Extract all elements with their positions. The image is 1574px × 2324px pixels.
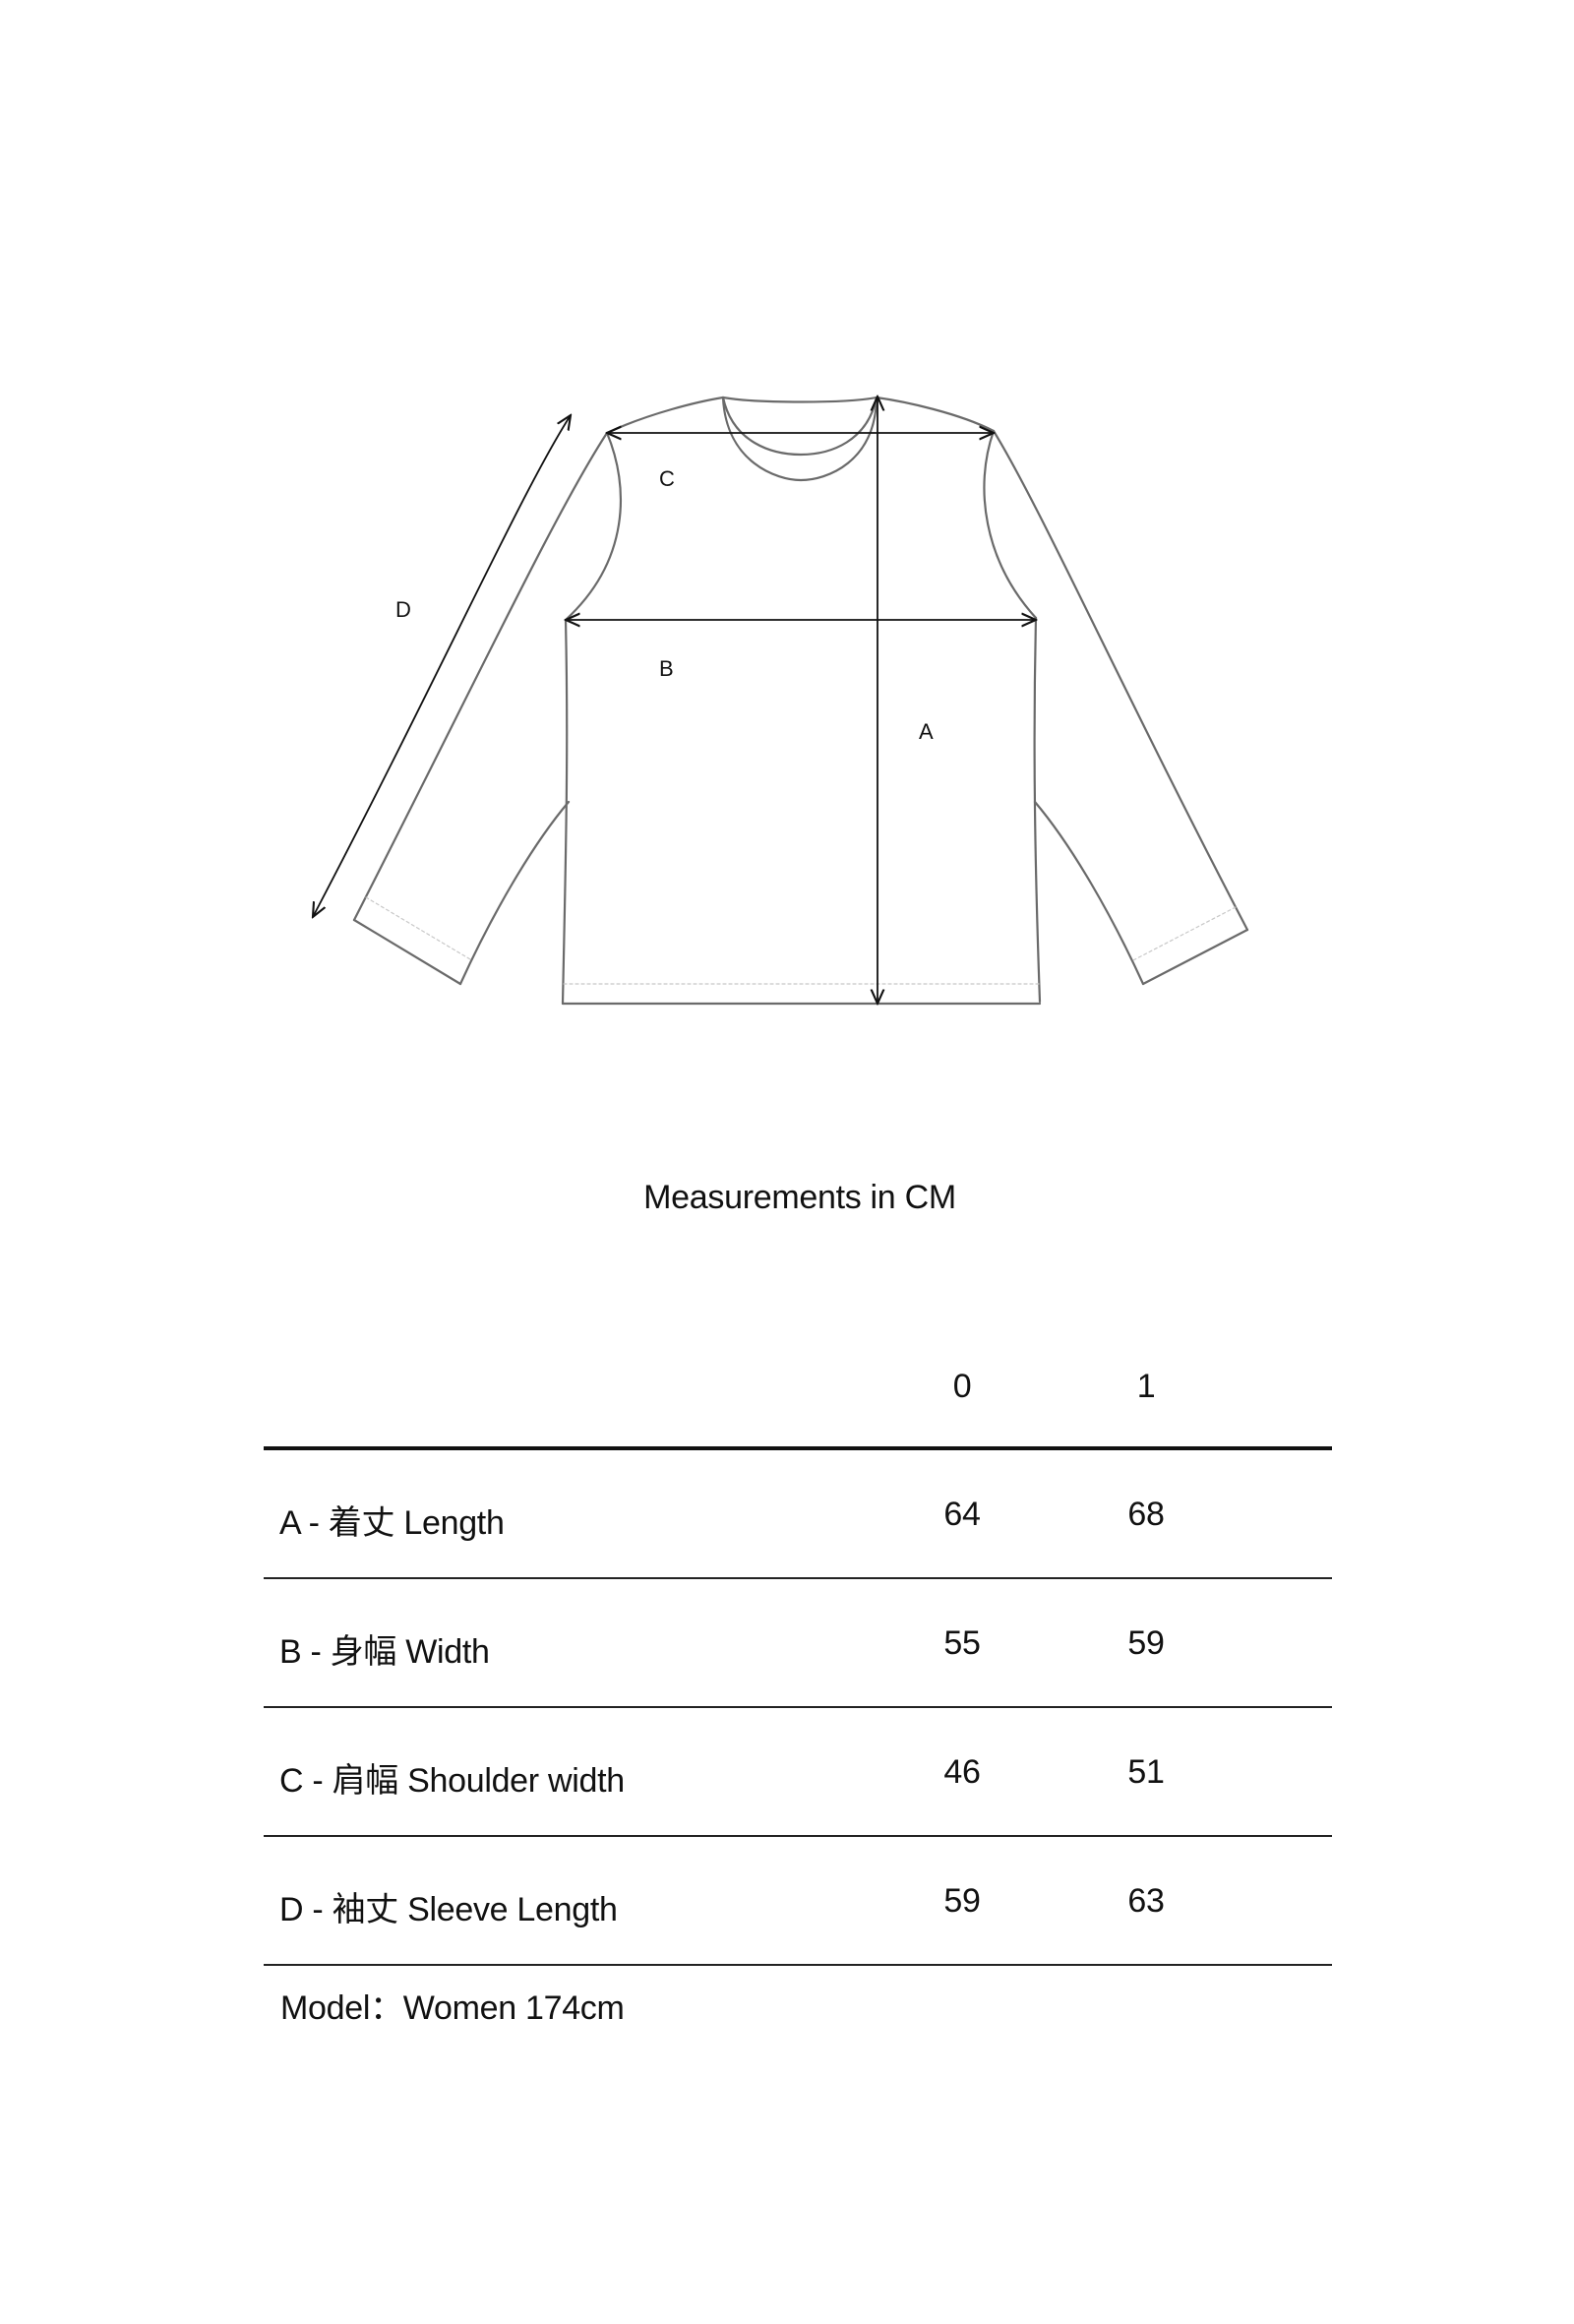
table-row: A - 着丈 Length 64 68 [264,1450,1332,1579]
dimension-arrows [313,397,1036,1004]
row-value: 68 [1127,1496,1165,1533]
table-row: C - 肩幅 Shoulder width 46 51 [264,1708,1332,1837]
row-value: 59 [943,1882,981,1920]
row-label: C - 肩幅 Shoulder width [279,1762,625,1800]
table-row: D - 袖丈 Sleeve Length 59 63 [264,1837,1332,1966]
label-c: C [659,466,675,491]
row-value: 55 [943,1624,981,1662]
sweater-outline [352,396,1249,1006]
size-table: 0 1 A - 着丈 Length 64 68 B - 身幅 Width 55 … [264,1318,1332,1966]
size-header-0: 0 [952,1368,972,1405]
row-label: A - 着丈 Length [279,1504,505,1542]
row-label: B - 身幅 Width [279,1633,490,1671]
measurements-heading: Measurements in CM [643,1179,956,1216]
table-header-row: 0 1 [264,1318,1332,1450]
row-value: 63 [1127,1882,1165,1920]
table-row: B - 身幅 Width 55 59 [264,1579,1332,1708]
label-a: A [919,719,934,744]
row-value: 46 [943,1753,981,1791]
model-note: Model：Women 174cm [280,1989,625,2027]
row-value: 59 [1127,1624,1165,1662]
row-value: 64 [943,1496,981,1533]
arrow-d-sleeve [313,415,571,917]
garment-diagram: A B C D [0,0,1249,1082]
label-b: B [659,656,674,681]
row-value: 51 [1127,1753,1165,1791]
row-label: D - 袖丈 Sleeve Length [279,1891,618,1928]
label-d: D [395,597,411,622]
size-header-1: 1 [1136,1368,1156,1405]
